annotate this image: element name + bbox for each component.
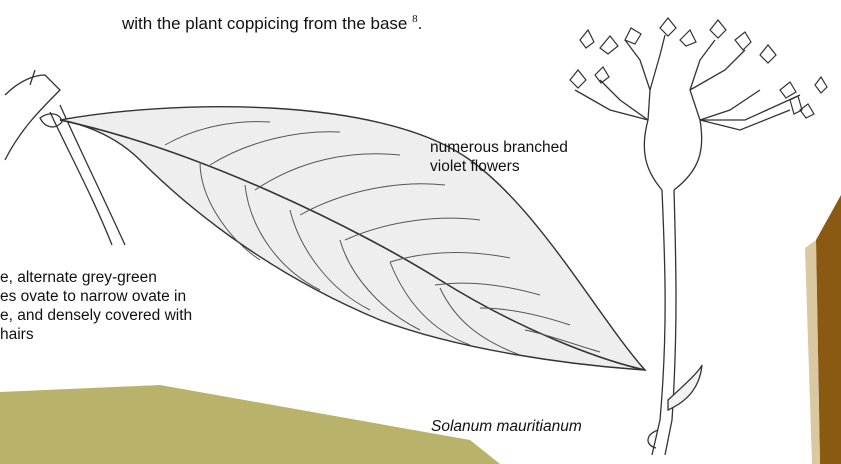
intro-body: with the plant coppicing from the base [122, 14, 407, 33]
leaves-label-line: e, and densely covered with [0, 306, 192, 325]
leaf-stem [5, 70, 125, 245]
leaves-label: e, alternate grey-green es ovate to narr… [0, 268, 192, 344]
flowers-label-line: violet flowers [430, 157, 568, 176]
brown-bar [816, 195, 841, 464]
species-label: Solanum mauritianum [431, 417, 582, 436]
leaves-label-line: es ovate to narrow ovate in [0, 287, 192, 306]
intro-tail: . [418, 14, 423, 33]
plant-drawing [570, 18, 827, 455]
olive-band [0, 385, 500, 464]
flowers-label-line: numerous branched [430, 138, 568, 157]
flowers-label: numerous branched violet flowers [430, 138, 568, 176]
leaves-label-line: e, alternate grey-green [0, 268, 192, 287]
leaves-label-line: hairs [0, 325, 192, 344]
intro-text: with the plant coppicing from the base 8… [122, 10, 422, 33]
